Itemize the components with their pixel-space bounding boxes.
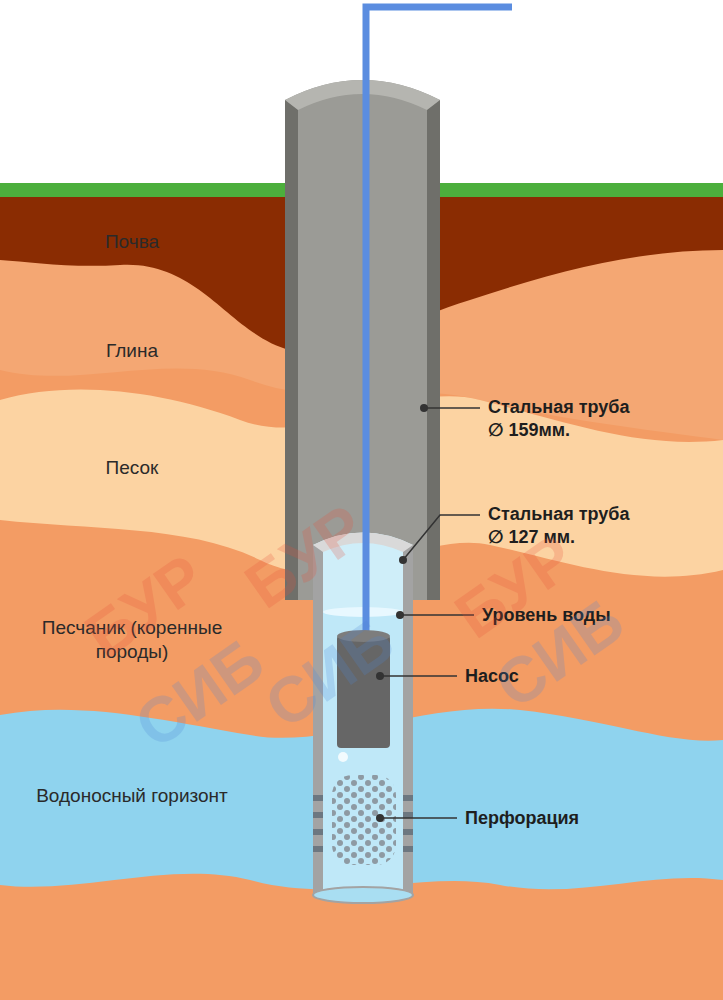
callout-label: Перфорация <box>465 807 665 830</box>
layer-name: Почва <box>32 230 232 254</box>
perforation-holes <box>332 775 396 865</box>
watermark: СИБ <box>250 601 409 746</box>
layer-name: Песок <box>32 456 232 480</box>
leader-dots <box>376 404 428 822</box>
layer-name: Водоносный горизонт <box>32 784 232 808</box>
callout-label: Стальная труба ∅ 159мм. <box>488 396 638 441</box>
bubble <box>338 752 348 762</box>
pipe-127-wall <box>403 545 413 895</box>
pipe-127-bottom <box>313 887 413 903</box>
layer-name: Глина <box>32 339 232 363</box>
pipe-159-wall <box>427 100 440 600</box>
